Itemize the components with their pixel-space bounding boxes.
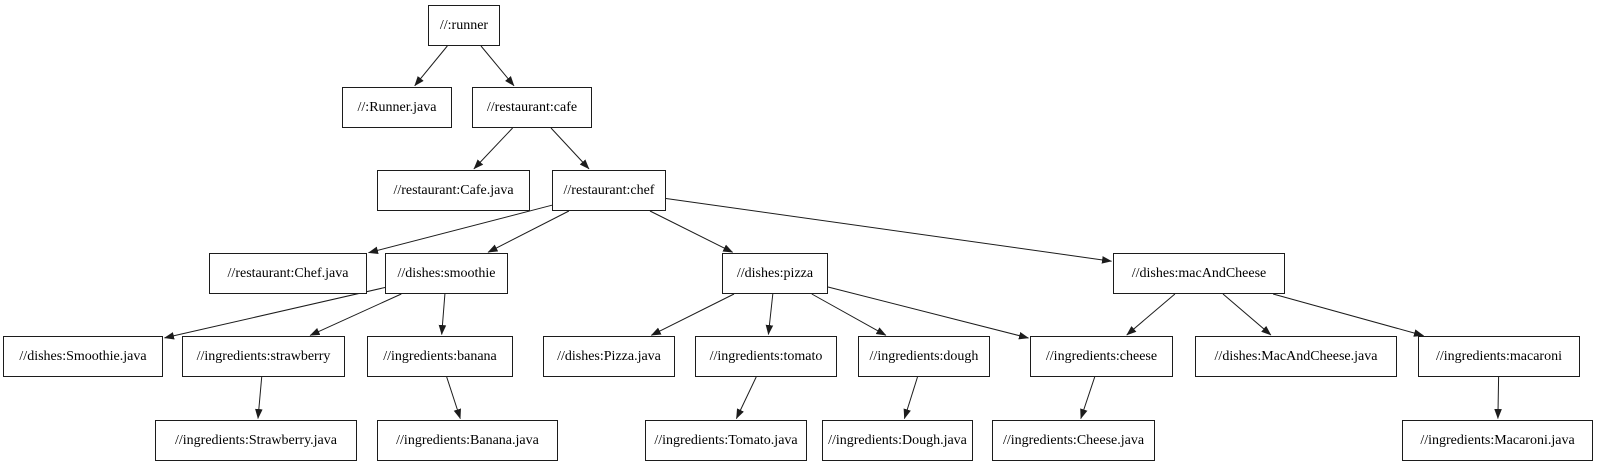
graph-node-mac_and_cheese_java: //dishes:MacAndCheese.java	[1195, 336, 1397, 377]
graph-node-tomato_java: //ingredients:Tomato.java	[645, 420, 807, 461]
graph-edge-pizza-to-cheese	[827, 286, 1029, 340]
graph-edge-mac_and_cheese-to-mac_and_cheese_java	[1222, 293, 1272, 336]
graph-node-label: //restaurant:Chef.java	[227, 265, 349, 281]
graph-node-dough: //ingredients:dough	[858, 336, 990, 377]
graph-node-label: //restaurant:cafe	[486, 99, 578, 115]
graph-edge-banana-to-banana_java	[446, 376, 461, 420]
graph-node-label: //ingredients:dough	[869, 348, 979, 364]
graph-node-label: //ingredients:Banana.java	[396, 432, 539, 448]
graph-node-label: //ingredients:Dough.java	[828, 432, 967, 448]
graph-node-pizza_java: //dishes:Pizza.java	[543, 336, 675, 377]
graph-edge-pizza-to-tomato	[765, 293, 774, 335]
graph-edge-pizza-to-dough	[811, 293, 887, 336]
graph-edge-smoothie-to-strawberry	[309, 293, 402, 336]
graph-node-strawberry_java: //ingredients:Strawberry.java	[155, 420, 357, 461]
graph-node-banana: //ingredients:banana	[367, 336, 513, 377]
graph-node-label: //restaurant:Cafe.java	[393, 182, 514, 198]
graph-node-label: //ingredients:banana	[383, 348, 497, 364]
graph-edge-tomato-to-tomato_java	[735, 376, 757, 420]
graph-edge-mac_and_cheese-to-cheese	[1126, 293, 1176, 336]
graph-edge-chef-to-mac_and_cheese	[665, 198, 1112, 264]
graph-edge-chef-to-chef_java	[368, 204, 553, 254]
graph-edge-runner-to-cafe	[480, 45, 515, 87]
graph-edge-chef-to-pizza	[649, 210, 734, 253]
graph-node-smoothie_java: //dishes:Smoothie.java	[3, 336, 163, 377]
graph-node-chef: //restaurant:chef	[552, 170, 666, 211]
graph-node-macaroni_java: //ingredients:Macaroni.java	[1402, 420, 1593, 461]
graph-node-macaroni: //ingredients:macaroni	[1418, 336, 1580, 377]
graph-node-label: //ingredients:tomato	[709, 348, 823, 364]
graph-node-cafe_java: //restaurant:Cafe.java	[377, 170, 530, 211]
graph-node-chef_java: //restaurant:Chef.java	[209, 253, 367, 294]
graph-edge-pizza-to-pizza_java	[650, 293, 735, 336]
graph-node-label: //ingredients:Cheese.java	[1002, 432, 1145, 448]
graph-edge-macaroni-to-macaroni_java	[1494, 376, 1502, 419]
graph-node-pizza: //dishes:pizza	[722, 253, 828, 294]
graph-node-runner: //:runner	[428, 5, 500, 46]
graph-node-label: //dishes:pizza	[736, 265, 814, 281]
graph-node-label: //dishes:Pizza.java	[557, 348, 661, 364]
graph-node-label: //ingredients:cheese	[1045, 348, 1158, 364]
graph-edge-cafe-to-chef	[550, 127, 590, 170]
graph-node-smoothie: //dishes:smoothie	[385, 253, 508, 294]
graph-edge-cafe-to-cafe_java	[473, 127, 513, 170]
graph-node-label: //dishes:macAndCheese	[1131, 265, 1267, 281]
graph-node-dough_java: //ingredients:Dough.java	[822, 420, 973, 461]
graph-edge-mac_and_cheese-to-macaroni	[1272, 293, 1424, 337]
graph-edge-cheese-to-cheese_java	[1080, 376, 1096, 420]
graph-node-label: //ingredients:Tomato.java	[654, 432, 798, 448]
graph-node-cafe: //restaurant:cafe	[472, 87, 592, 128]
graph-node-label: //ingredients:strawberry	[196, 348, 331, 364]
graph-node-mac_and_cheese: //dishes:macAndCheese	[1113, 253, 1285, 294]
graph-node-label: //dishes:MacAndCheese.java	[1214, 348, 1378, 364]
graph-node-label: //dishes:Smoothie.java	[19, 348, 147, 364]
graph-node-strawberry: //ingredients:strawberry	[182, 336, 345, 377]
graph-edge-smoothie-to-banana	[438, 293, 447, 335]
graph-node-label: //:Runner.java	[357, 99, 437, 115]
graph-edge-dough-to-dough_java	[903, 376, 918, 420]
graph-edge-runner-to-runner_java	[414, 45, 448, 87]
graph-node-label: //ingredients:Macaroni.java	[1420, 432, 1575, 448]
graph-edge-smoothie-to-smoothie_java	[164, 287, 386, 340]
graph-node-label: //restaurant:chef	[563, 182, 655, 198]
graph-node-label: //ingredients:Strawberry.java	[175, 432, 337, 448]
graph-node-label: //dishes:smoothie	[397, 265, 496, 281]
graph-node-label: //ingredients:macaroni	[1436, 348, 1562, 364]
graph-node-banana_java: //ingredients:Banana.java	[377, 420, 558, 461]
graph-node-runner_java: //:Runner.java	[342, 87, 452, 128]
graph-node-cheese_java: //ingredients:Cheese.java	[992, 420, 1155, 461]
graph-edge-chef-to-smoothie	[487, 210, 570, 253]
graph-edge-strawberry-to-strawberry_java	[255, 376, 263, 419]
graph-node-cheese: //ingredients:cheese	[1030, 336, 1173, 377]
graph-node-tomato: //ingredients:tomato	[695, 336, 837, 377]
graph-node-label: //:runner	[439, 17, 489, 33]
